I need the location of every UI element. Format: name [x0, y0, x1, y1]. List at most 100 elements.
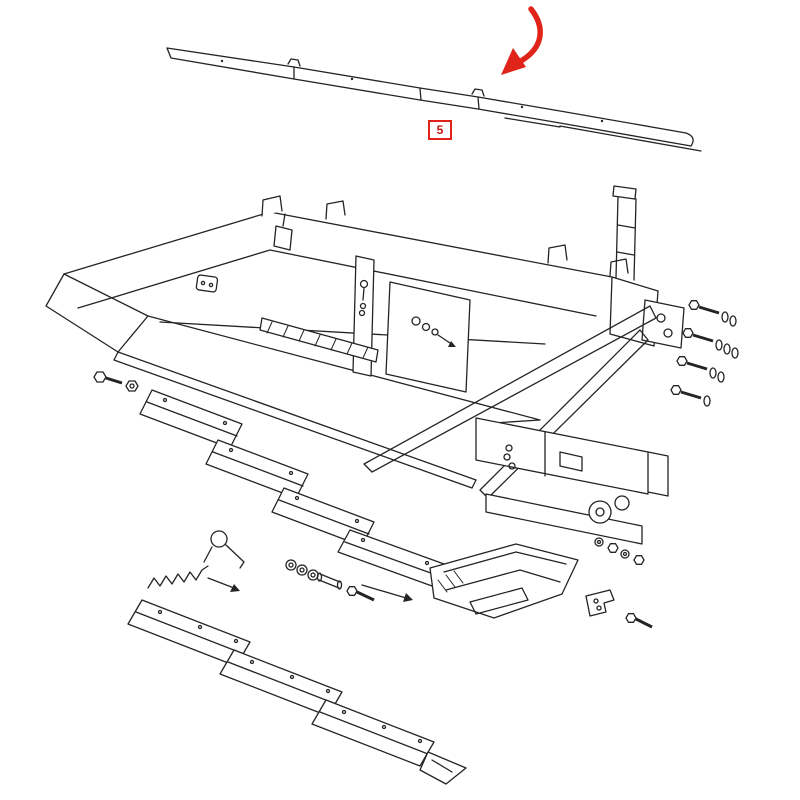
bolt-shaft	[356, 590, 375, 602]
hook-ring	[210, 530, 228, 548]
clip-hole	[200, 280, 206, 286]
hopper-top-tab	[261, 195, 283, 217]
bolt-head	[346, 586, 358, 596]
washer-hole	[596, 539, 602, 545]
pointer-line	[361, 584, 407, 599]
spring-and-hook	[147, 530, 245, 592]
pointer-head	[403, 593, 413, 602]
frame-hole	[508, 462, 516, 470]
plate-hole	[325, 688, 331, 694]
hanging-tag	[273, 225, 293, 251]
part-number-callout[interactable]: 5	[428, 120, 452, 140]
frame-slot	[559, 451, 583, 472]
plate-hole	[341, 709, 347, 715]
plate-hole	[197, 624, 203, 630]
plate-hole	[288, 470, 294, 476]
plate-hole	[289, 674, 295, 680]
frame-right-flange	[647, 451, 669, 497]
washer	[285, 559, 297, 571]
strip-underline	[504, 117, 702, 152]
strip-rivet	[350, 77, 354, 81]
washer	[594, 537, 604, 547]
plate-4-fold	[344, 541, 440, 577]
bolt-head	[670, 385, 682, 395]
washer	[729, 315, 737, 327]
bolt-shaft	[105, 376, 123, 385]
bolt-shaft	[680, 390, 702, 400]
spacer-end	[336, 580, 343, 590]
frame-hole	[503, 453, 511, 461]
washer	[721, 311, 729, 323]
bolt-head	[607, 543, 619, 553]
panel-bolt-shaft	[362, 287, 365, 301]
strip-rivet	[520, 105, 524, 109]
strip-segment-dividers	[293, 66, 480, 110]
plate-hole	[249, 659, 255, 665]
deflector-plates-bottom	[127, 599, 467, 785]
strip-rivet	[220, 59, 224, 63]
assembly-frame	[475, 417, 669, 545]
roller-wheel	[588, 500, 612, 524]
plate-hole	[228, 447, 234, 453]
hopper-top-tab	[609, 258, 629, 277]
plate-hole	[360, 537, 366, 543]
frame-hole	[505, 444, 513, 452]
washer	[709, 367, 717, 379]
plate-hole	[417, 738, 423, 744]
tag-string	[282, 213, 286, 227]
washer	[307, 569, 319, 581]
red-arrow-stem	[518, 6, 543, 64]
plate-hole	[294, 495, 300, 501]
bottom-pan	[429, 543, 579, 619]
spacer-end	[316, 572, 323, 582]
plate-end-tip-fold	[431, 759, 453, 773]
bolt-head	[682, 328, 694, 338]
hopper-top-tab	[547, 244, 568, 264]
washer	[703, 395, 711, 407]
angle-bracket	[585, 589, 615, 617]
red-arrow-head	[501, 48, 526, 75]
bolt-shaft	[686, 361, 708, 371]
frame-upper-band	[475, 417, 649, 495]
panel-washer	[358, 309, 366, 317]
pan-hatch	[437, 570, 464, 593]
plate-2-fold	[212, 451, 304, 487]
hopper-top-tab	[325, 200, 346, 220]
spacer-pin	[318, 573, 341, 589]
hopper-left-end	[45, 273, 149, 353]
washer-hole	[310, 572, 316, 578]
bracket-hole	[656, 313, 666, 323]
pointer-line	[207, 577, 235, 589]
plate-3-fold	[278, 499, 370, 535]
roller-hub	[595, 507, 605, 517]
hook-pin	[225, 544, 245, 569]
plate-7-fold	[319, 711, 429, 755]
bolt-head	[633, 555, 645, 565]
plate-hole	[162, 397, 168, 403]
pan-inner-lines	[443, 551, 567, 591]
washer	[421, 322, 431, 332]
panel-washer	[359, 302, 367, 310]
washer	[717, 371, 725, 383]
washer-hole	[622, 551, 628, 557]
highlighted-part-strip[interactable]	[166, 47, 702, 152]
plate-hole	[233, 638, 239, 644]
bolt-shaft	[635, 617, 653, 629]
spring-wire	[203, 546, 213, 563]
part-number-text: 5	[436, 123, 444, 137]
hardware-washers-pin-bolt	[285, 559, 413, 602]
plate-hole	[157, 609, 163, 615]
bolt-head	[688, 300, 700, 310]
bolt-shaft	[698, 305, 720, 315]
washer-hole	[288, 562, 294, 568]
interior-panel-wide	[385, 281, 471, 393]
bracket-hole	[663, 328, 673, 338]
hopper-floor-edge	[159, 321, 546, 345]
bolt-head	[625, 613, 637, 623]
hardware-bolts-right	[670, 300, 739, 407]
plate-hole	[222, 420, 228, 426]
washer	[620, 549, 630, 559]
hardware-bolt-left	[93, 371, 139, 392]
